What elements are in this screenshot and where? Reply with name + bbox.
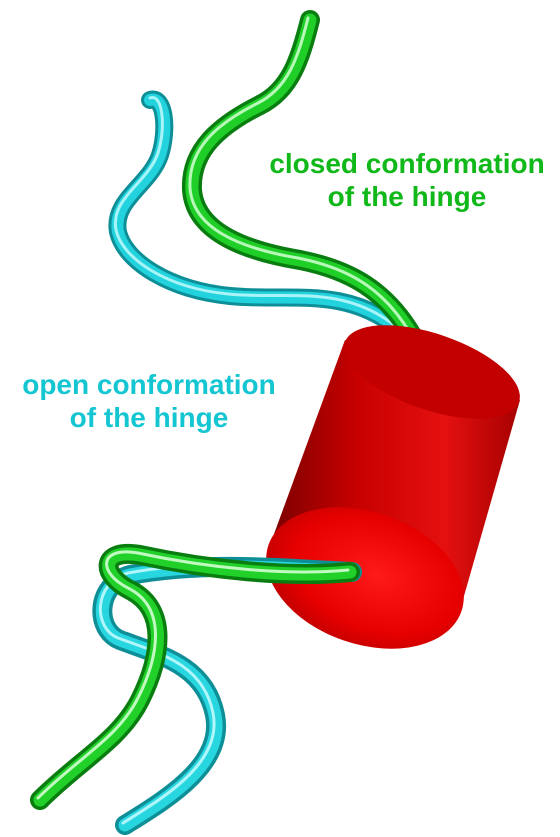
helix-cylinder: [247, 306, 531, 673]
open-label-line1: open conformation: [8, 368, 290, 401]
closed-conformation-label: closed conformation of the hinge: [258, 147, 556, 213]
open-conformation-label: open conformation of the hinge: [8, 368, 290, 434]
open-hinge-upper-strand: [115, 98, 400, 330]
closed-label-line2: of the hinge: [258, 180, 556, 213]
closed-label-line1: closed conformation: [258, 147, 556, 180]
open-label-line2: of the hinge: [8, 401, 290, 434]
